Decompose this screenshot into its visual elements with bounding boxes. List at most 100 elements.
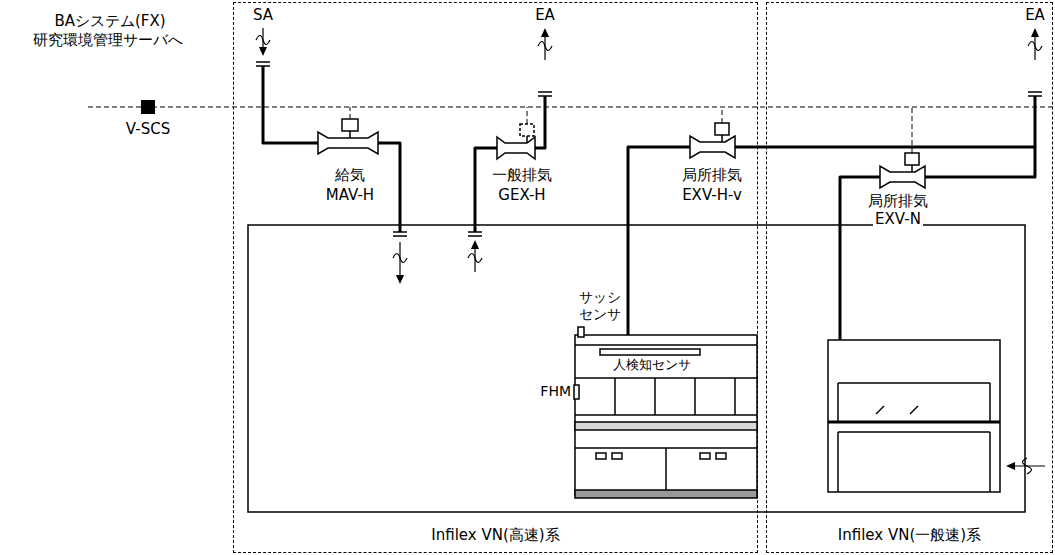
ducts-part: [475, 148, 497, 232]
fume-hood-high-speed-part: [575, 335, 757, 495]
ducts-part: [378, 143, 400, 232]
duct-flanges-part: [538, 95, 552, 97]
duct-flanges-part: [1028, 91, 1042, 93]
fume-hood-high-speed-part: [578, 327, 584, 337]
valve-name: EXV-N: [873, 210, 923, 228]
fume-hood-general-part: [989, 383, 991, 422]
duct-flanges-part: [256, 61, 270, 63]
fume-hood-general-part: [838, 431, 990, 433]
air-label: SA: [253, 6, 273, 24]
venturi-valves-part: [342, 119, 358, 131]
duct-flanges: [256, 62, 1042, 236]
fume-hood-high-speed-part: [716, 453, 726, 459]
airflow-arrowheads-part: [1031, 28, 1039, 37]
ducts-part: [263, 66, 318, 143]
ducts-part: [628, 147, 690, 335]
fume-hood-general-part: [876, 406, 884, 414]
valve-label: 局所排気: [682, 166, 742, 184]
system-region: Infilex VN(高速)系: [233, 2, 758, 553]
valve-name: MAV-H: [326, 186, 374, 204]
airflow-arrowheads-part: [396, 275, 404, 284]
airflow-symbols-part: [256, 36, 270, 45]
ba-network-part: [722, 107, 723, 123]
venturi-valves-part: [526, 136, 528, 143]
ba-network-part: [350, 107, 351, 119]
airflow-symbols-part: [1028, 42, 1042, 51]
venturi-valves: [318, 119, 925, 188]
venturi-valves-part: [911, 165, 913, 172]
air-label: EA: [1025, 6, 1045, 24]
duct-flanges-part: [393, 231, 407, 233]
venturi-valves-part: [880, 166, 925, 188]
region-label: Infilex VN(一般速)系: [838, 526, 981, 544]
fume-hood-general-part: [837, 432, 839, 492]
airflow-symbols-part: [393, 254, 407, 263]
airflow-arrowheads-part: [1006, 462, 1015, 470]
fume-hood-high-speed-part: [575, 422, 757, 430]
duct-flanges-part: [468, 231, 482, 233]
ducts-part: [735, 146, 1035, 149]
duct-flanges-part: [538, 91, 552, 93]
fume-hood-high-speed-part: [575, 377, 757, 379]
air-label: EA: [535, 6, 555, 24]
fume-hood-high-speed-part: [665, 448, 667, 490]
v-scs-controller: [141, 100, 155, 114]
fume-hood-high-speed-part: [654, 378, 656, 415]
fume-hood-high-speed-part: [600, 349, 700, 355]
fume-hood-high-speed-part: [694, 378, 696, 415]
server-label: 研究環境管理サーバへ: [33, 31, 183, 49]
valve-name: EXV-H-v: [682, 186, 742, 204]
region-label: Infilex VN(高速)系: [431, 526, 559, 544]
fume-hood-high-speed-part: [612, 453, 622, 459]
sensor-label: 人検知センサ: [611, 357, 693, 373]
venturi-valves-part: [721, 135, 723, 142]
fume-hood-high-speed: [574, 327, 757, 498]
fume-hood-general-part: [838, 382, 990, 384]
venturi-valves-part: [318, 132, 378, 154]
monitor-label: FHM: [540, 383, 571, 400]
valve-label: 給気: [335, 166, 365, 184]
fume-hood-high-speed-part: [574, 385, 579, 399]
airflow-arrowheads-part: [259, 47, 267, 56]
controller-label: V-SCS: [126, 120, 170, 138]
venturi-valves-part: [690, 136, 735, 158]
venturi-valves-part: [520, 124, 534, 136]
airflow-symbols-part: [1023, 458, 1032, 474]
room-outline: [248, 225, 1025, 512]
fume-hood-general-part: [828, 340, 1000, 492]
duct-flanges-part: [256, 65, 270, 67]
ducts: [263, 66, 1035, 340]
fume-hood-general: [828, 340, 1000, 492]
airflow-symbols-part: [538, 42, 552, 51]
valve-label: 局所排気: [866, 192, 930, 210]
duct-flanges-part: [468, 235, 482, 237]
ducts-part: [535, 96, 545, 148]
system-region: Infilex VN(一般速)系: [766, 2, 1053, 553]
fume-hood-high-speed-part: [575, 414, 757, 416]
fume-hood-general-part: [910, 406, 918, 414]
fume-hood-high-speed-part: [734, 378, 736, 415]
server-label: BAシステム(FX): [54, 12, 165, 30]
duct-flanges-part: [393, 235, 407, 237]
airflow-arrowheads-part: [541, 28, 549, 37]
valve-label: 一般排気: [492, 166, 552, 184]
venturi-valves-part: [497, 137, 535, 159]
airflow-symbols-part: [468, 254, 482, 263]
fume-hood-high-speed-part: [596, 453, 606, 459]
fume-hood-general-part: [989, 432, 991, 492]
venturi-valves-part: [349, 131, 351, 138]
fume-hood-high-speed-part: [614, 378, 616, 415]
fume-hood-general-part: [828, 421, 1000, 424]
fume-hood-general-part: [837, 383, 839, 422]
venturi-valves-part: [715, 123, 729, 135]
ba-network-part: [527, 107, 528, 124]
fume-hood-high-speed-part: [575, 490, 757, 498]
sensor-label: サッシ センサ: [573, 289, 621, 323]
duct-flanges-part: [1028, 95, 1042, 97]
ducts-part: [925, 96, 1035, 177]
airflow-arrowheads-part: [471, 240, 479, 249]
fume-hood-high-speed-part: [700, 453, 710, 459]
valve-name: GEX-H: [498, 186, 545, 204]
